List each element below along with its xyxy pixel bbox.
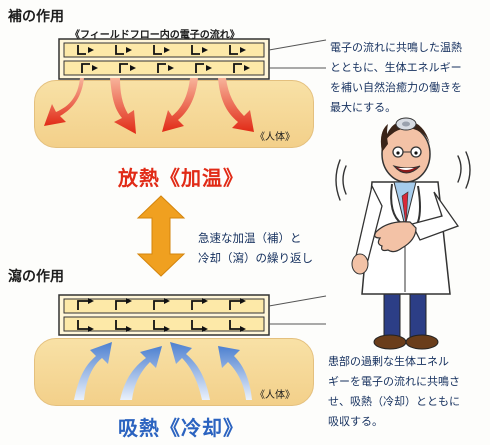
section-title-ho: 補の作用 (8, 9, 64, 25)
field-flow-device-bottom (58, 294, 327, 336)
body-label-top: 《人体》 (255, 132, 295, 143)
ho-description: 電子の流れに共鳴した温熱 とともに、生体エネルギー を補い自然治癒力の働きを 最… (330, 41, 462, 114)
effect-heat-label: 放熱《加温》 (118, 166, 244, 190)
sha-description: 患部の過剰な生体エネル ギーを電子の流れに共鳴さ せ、吸熱（冷却）とともに 吸収… (328, 355, 460, 428)
doctor-illustration (335, 117, 471, 350)
heat-arrow-icon (44, 78, 254, 134)
section-title-sha: 瀉の作用 (8, 269, 64, 285)
swap-arrow-icon (136, 195, 186, 277)
body-label-bottom: 《人体》 (255, 390, 295, 401)
flow-caption: 《フィールドフロー内の電子の流れ》 (70, 30, 240, 41)
effect-cool-label: 吸熱《冷却》 (118, 416, 244, 440)
field-flow-device-top (58, 38, 327, 80)
cycle-description: 急速な加温（補）と 冷却（瀉）の繰り返し (198, 231, 313, 265)
cool-arrow-icon (74, 342, 252, 400)
